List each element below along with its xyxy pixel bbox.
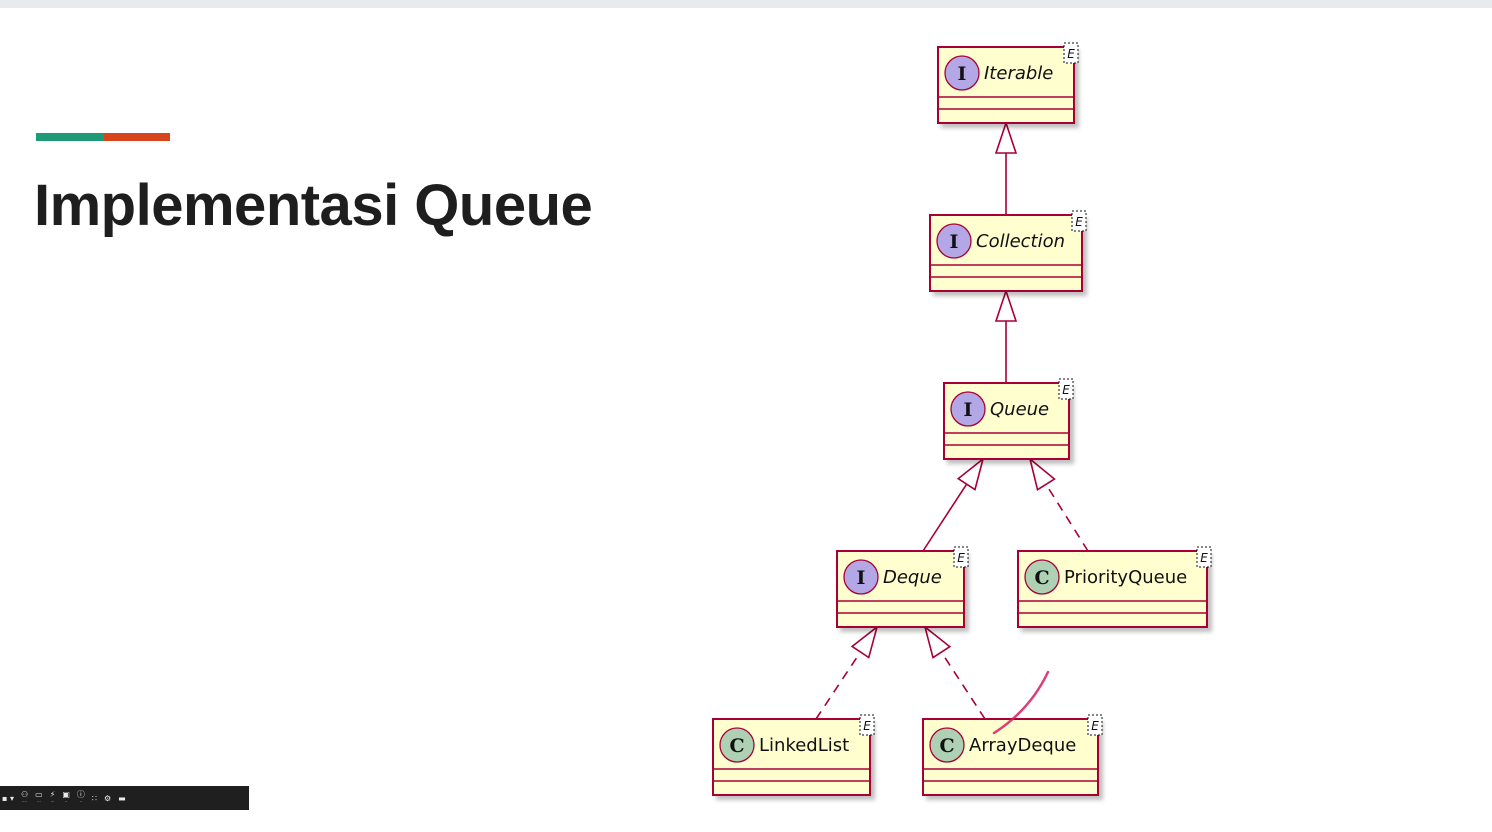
uml-node-collection[interactable]: I Collection E [929,210,1087,292]
type-param-label: E [863,719,871,733]
info-icon[interactable]: ⓘ·· [76,790,85,805]
uml-node-deque[interactable]: I Deque E [836,546,969,628]
zoom-level-control[interactable]: ▪ ▾ [2,793,14,803]
type-param-label: E [1075,215,1083,229]
interface-badge-icon [936,223,972,259]
type-param-box [859,714,875,736]
node-name: Deque [883,567,942,588]
interface-badge-icon [950,391,986,427]
edge-arraydeque-to-deque [923,624,986,720]
class-badge-icon [719,727,755,763]
uml-node-priorityqueue[interactable]: C PriorityQueue E [1017,546,1212,628]
node-name: Collection [976,231,1065,252]
hollow-arrowhead [923,624,952,659]
edge-line [815,651,862,720]
node-name: LinkedList [759,735,849,756]
participants-icon[interactable]: ⚇···· [20,790,29,805]
type-param-box [1196,546,1212,568]
type-param-label: E [957,551,965,565]
edge-collection-to-iterable [994,120,1018,215]
leave-button[interactable]: ▬ [118,793,126,803]
window-top-strip [0,0,1492,8]
uml-node-iterable[interactable]: I Iterable E [937,42,1079,124]
uml-node-linkedlist[interactable]: C LinkedList E [712,714,875,796]
type-param-box [1063,42,1079,64]
edge-line [940,651,986,720]
node-stereotype: I [964,399,973,421]
class-badge-icon [1024,559,1060,595]
hollow-arrowhead [956,456,985,491]
type-param-label: E [1067,47,1075,61]
node-stereotype: C [729,735,744,757]
interface-badge-icon [944,55,980,91]
uml-node-queue[interactable]: I Queue E [943,378,1074,460]
hollow-arrowhead [994,288,1018,322]
node-stereotype: C [1034,567,1049,589]
node-stereotype: C [939,735,954,757]
type-param-box [1058,378,1074,400]
node-name: Iterable [984,63,1053,84]
node-stereotype: I [950,231,959,253]
hollow-arrowhead [994,120,1018,154]
captions-icon[interactable]: ▣·· [62,790,70,805]
type-param-label: E [1062,383,1070,397]
type-param-box [953,546,969,568]
reactions-icon[interactable]: ⚡··· [49,790,56,805]
type-param-label: E [1200,551,1208,565]
edge-linkedlist-to-deque [815,624,879,720]
node-name: Queue [990,399,1049,420]
type-param-label: E [1091,719,1099,733]
chat-icon[interactable]: ▭··· [35,790,43,805]
accent-bar-green [36,133,104,141]
settings-icon[interactable]: ⚙ [104,793,112,803]
edge-deque-to-queue [922,456,985,552]
hollow-arrowhead [850,624,879,659]
node-name: ArrayDeque [969,735,1076,756]
diagram-edges [815,120,1089,720]
type-param-box [1087,714,1103,736]
slide-title: Implementasi Queue [34,173,593,238]
accent-bar-red [104,133,170,141]
edge-line [1045,483,1089,552]
class-badge-icon [929,727,965,763]
node-stereotype: I [958,63,967,85]
edge-line [922,483,968,552]
node-name: PriorityQueue [1064,567,1187,588]
node-stereotype: I [857,567,866,589]
meeting-toolbar: ▪ ▾ ⚇···· ▭··· ⚡··· ▣·· ⓘ·· ∷ ⚙ ▬ [0,786,249,810]
interface-badge-icon [843,559,879,595]
edge-queue-to-collection [994,288,1018,383]
edge-priorityqueue-to-queue [1028,456,1089,552]
pen-annotation-stroke [992,670,1050,735]
grid-icon[interactable]: ∷ [91,793,97,803]
type-param-box [1071,210,1087,232]
hollow-arrowhead [1028,456,1056,491]
uml-node-arraydeque[interactable]: C ArrayDeque E [922,714,1103,796]
